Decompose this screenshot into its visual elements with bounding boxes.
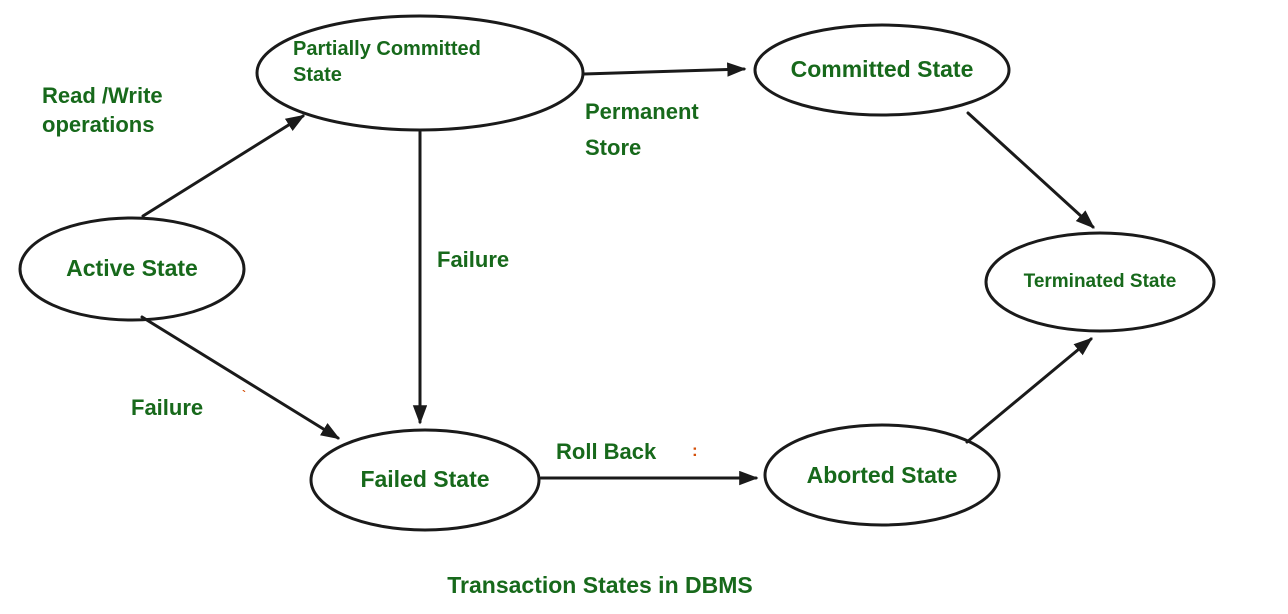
edge-aborted-to-terminated (965, 337, 1093, 444)
artifact-colon-mark: : (692, 441, 698, 460)
state-failed-ellipse (309, 428, 541, 532)
state-active-label: Active State (66, 255, 198, 281)
state-partially-committed-label: Partially Committed State (293, 38, 487, 86)
state-failed-label: Failed State (360, 466, 490, 492)
edge-label-read-write-operations: Read /Write operations (42, 83, 169, 137)
state-aborted-ellipse (763, 423, 1001, 527)
edge-label-failure-left: Failure (131, 395, 204, 420)
edge-active-to-partially-committed (141, 114, 306, 218)
edge-partially-committed-to-committed (582, 62, 747, 77)
artifact-stray-dot: ` (242, 388, 246, 402)
state-terminated-ellipse (984, 231, 1216, 333)
state-committed-label: Committed State (790, 56, 974, 82)
state-aborted-label: Aborted State (806, 462, 958, 488)
state-terminated-label: Terminated State (1023, 271, 1177, 292)
diagram-title: Transaction States in DBMS (447, 572, 753, 598)
edge-label-failure-middle: Failure (437, 247, 510, 272)
edge-active-to-failed (140, 315, 341, 440)
state-active-ellipse (18, 216, 246, 322)
edge-committed-to-terminated (966, 111, 1095, 229)
edge-label-permanent-store: Permanent Store (585, 99, 705, 161)
edge-label-roll-back: Roll Back (556, 439, 657, 464)
state-committed-ellipse (753, 23, 1011, 117)
